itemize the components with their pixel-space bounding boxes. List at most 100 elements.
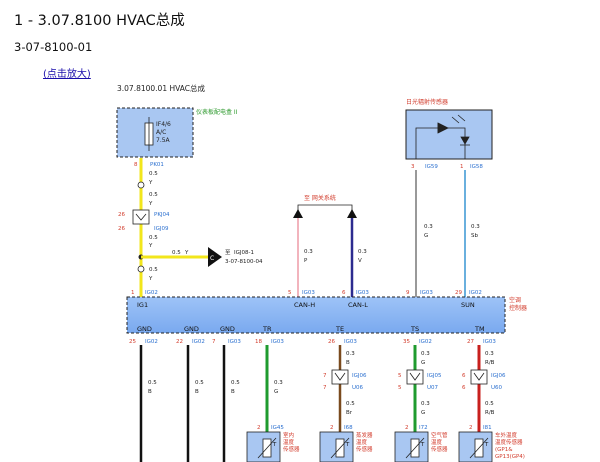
wire-size: 0.5 xyxy=(195,380,204,386)
sensor-pin-number: 2 xyxy=(469,425,473,431)
fusebox-label: 仪表板配电盒 II xyxy=(196,108,238,116)
conn-sun-left: IG59 xyxy=(425,164,438,170)
can-l-arrow-icon xyxy=(347,209,357,218)
fuse-icon xyxy=(144,117,154,151)
wire-size: 0.3 xyxy=(421,401,430,407)
thermistor-slash xyxy=(469,437,489,459)
network-label: 至 网关系统 xyxy=(304,194,336,202)
ref-arrow-icon: C xyxy=(208,247,222,267)
module-top-pin-number: 5 xyxy=(288,290,292,296)
fusebox-frame xyxy=(116,107,194,158)
module-bottom-pin-name: GND xyxy=(184,325,199,333)
thermistor-slash xyxy=(330,437,350,459)
conn-splice-top: PKJ04 xyxy=(154,212,170,218)
wire-color: Y xyxy=(148,180,153,186)
pin-sun-right: 1 xyxy=(460,164,464,170)
module-bottom-pin-connector: IG02 xyxy=(145,339,158,345)
fuse-circuit: A/C xyxy=(156,129,166,136)
module-bottom-pin-number: 25 xyxy=(129,339,136,345)
thermistor-mark: T xyxy=(420,442,425,448)
diagram-title: 3.07.8100.01 HVAC总成 xyxy=(117,83,206,93)
conn-te-2: U06 xyxy=(352,385,364,391)
sensor-pin-number: 2 xyxy=(405,425,409,431)
conn-te-1: IGJ06 xyxy=(352,373,367,379)
inline-connector-icon xyxy=(406,369,424,385)
module-top-pin-connector: IG03 xyxy=(302,290,315,296)
module-top-pin-number: 6 xyxy=(342,290,346,296)
module-bottom-pin-number: 18 xyxy=(255,339,262,345)
sensor-pin-number: 2 xyxy=(257,425,261,431)
thermistor-slash xyxy=(405,437,425,459)
conn-ts-1: IGJ05 xyxy=(427,373,442,379)
conn-tm-1: IGJ06 xyxy=(491,373,506,379)
module-bottom-pin-name: GND xyxy=(137,325,152,333)
wire-size: 0.3 xyxy=(346,351,355,357)
inline-connector-icon xyxy=(331,369,349,385)
wire-size: 0.5 xyxy=(346,401,355,407)
wire-node xyxy=(137,265,145,273)
wire-color: G xyxy=(424,233,428,239)
sun-sensor-frame xyxy=(405,109,493,160)
module-top-pin-connector: IG03 xyxy=(420,290,433,296)
wire-color: Sb xyxy=(471,233,478,239)
sensor-connector: I68 xyxy=(344,425,353,431)
wire-color: V xyxy=(358,258,362,264)
pin-splice-bottom: 26 xyxy=(118,226,125,232)
inline-connector-icon xyxy=(470,369,488,385)
module-bottom-pin-connector: IG03 xyxy=(228,339,241,345)
module-top-pin-name: SUN xyxy=(461,301,475,309)
pin-tm-1: 6 xyxy=(462,373,466,379)
wire-size: 0.3 xyxy=(421,351,430,357)
wire-color: G xyxy=(421,410,425,416)
wire-size: 0.3 xyxy=(471,224,480,230)
module-top-pin-number: 29 xyxy=(455,290,462,296)
wire-color: B xyxy=(231,389,235,395)
sensor-label: 传感器 xyxy=(356,445,373,453)
fuse-rating: 7.5A xyxy=(156,137,171,144)
sun-sensor-label: 日光辐射传感器 xyxy=(406,98,448,106)
module-top-pin-connector: IG02 xyxy=(469,290,482,296)
module-bottom-pin-connector: IG03 xyxy=(344,339,357,345)
module-bottom-pin-name: TE xyxy=(335,325,344,333)
sensor-label: 传感器 xyxy=(431,445,448,453)
module-bottom-pin-name: TR xyxy=(262,325,272,333)
module-bottom-pin-connector: IG03 xyxy=(271,339,284,345)
module-top-pin-connector: IG03 xyxy=(356,290,369,296)
wire-color: Y xyxy=(148,276,153,282)
wire-color: Y xyxy=(148,201,153,207)
sensor-label: 传感器 xyxy=(283,445,300,453)
wire-size: 0.5 xyxy=(149,267,158,273)
wire-node xyxy=(137,181,145,189)
wire-size: 0.3 xyxy=(304,249,313,255)
wire-color: Y xyxy=(184,250,189,256)
wire-color: B xyxy=(346,360,350,366)
sensor-label: (GP1& xyxy=(495,447,513,453)
zoom-link[interactable]: (点击放大) xyxy=(43,69,91,80)
thermistor-mark: T xyxy=(484,442,489,448)
control-module-frame xyxy=(126,296,506,334)
sensor-pin-number: 2 xyxy=(330,425,334,431)
wire-size: 0.3 xyxy=(274,380,283,386)
document-code: 3-07-8100-01 xyxy=(14,40,93,54)
module-top-pin-number: 9 xyxy=(406,290,410,296)
thermistor-mark: T xyxy=(272,442,277,448)
pin-tm-2: 6 xyxy=(462,385,466,391)
pin-fusebox: 8 xyxy=(134,162,138,168)
ref-page: 3-07-8100-04 xyxy=(225,259,263,265)
sensor-label: 室内 xyxy=(283,431,294,439)
sensor-label: GP13(GP4) xyxy=(495,454,525,460)
wire-color: R/B xyxy=(485,410,495,416)
pin-te-1: 7 xyxy=(323,373,327,379)
module-bottom-pin-number: 7 xyxy=(212,339,216,345)
module-top-pin-connector: IG02 xyxy=(145,290,158,296)
wire-color: B xyxy=(148,389,152,395)
can-h-arrow-icon xyxy=(293,209,303,218)
thermistor-mark: T xyxy=(345,442,350,448)
sensor-label: 温度传感器 xyxy=(495,438,523,446)
sensor-label: 空气管 xyxy=(431,431,448,439)
module-bottom-pin-number: 27 xyxy=(467,339,474,345)
module-bottom-pin-connector: IG02 xyxy=(419,339,432,345)
